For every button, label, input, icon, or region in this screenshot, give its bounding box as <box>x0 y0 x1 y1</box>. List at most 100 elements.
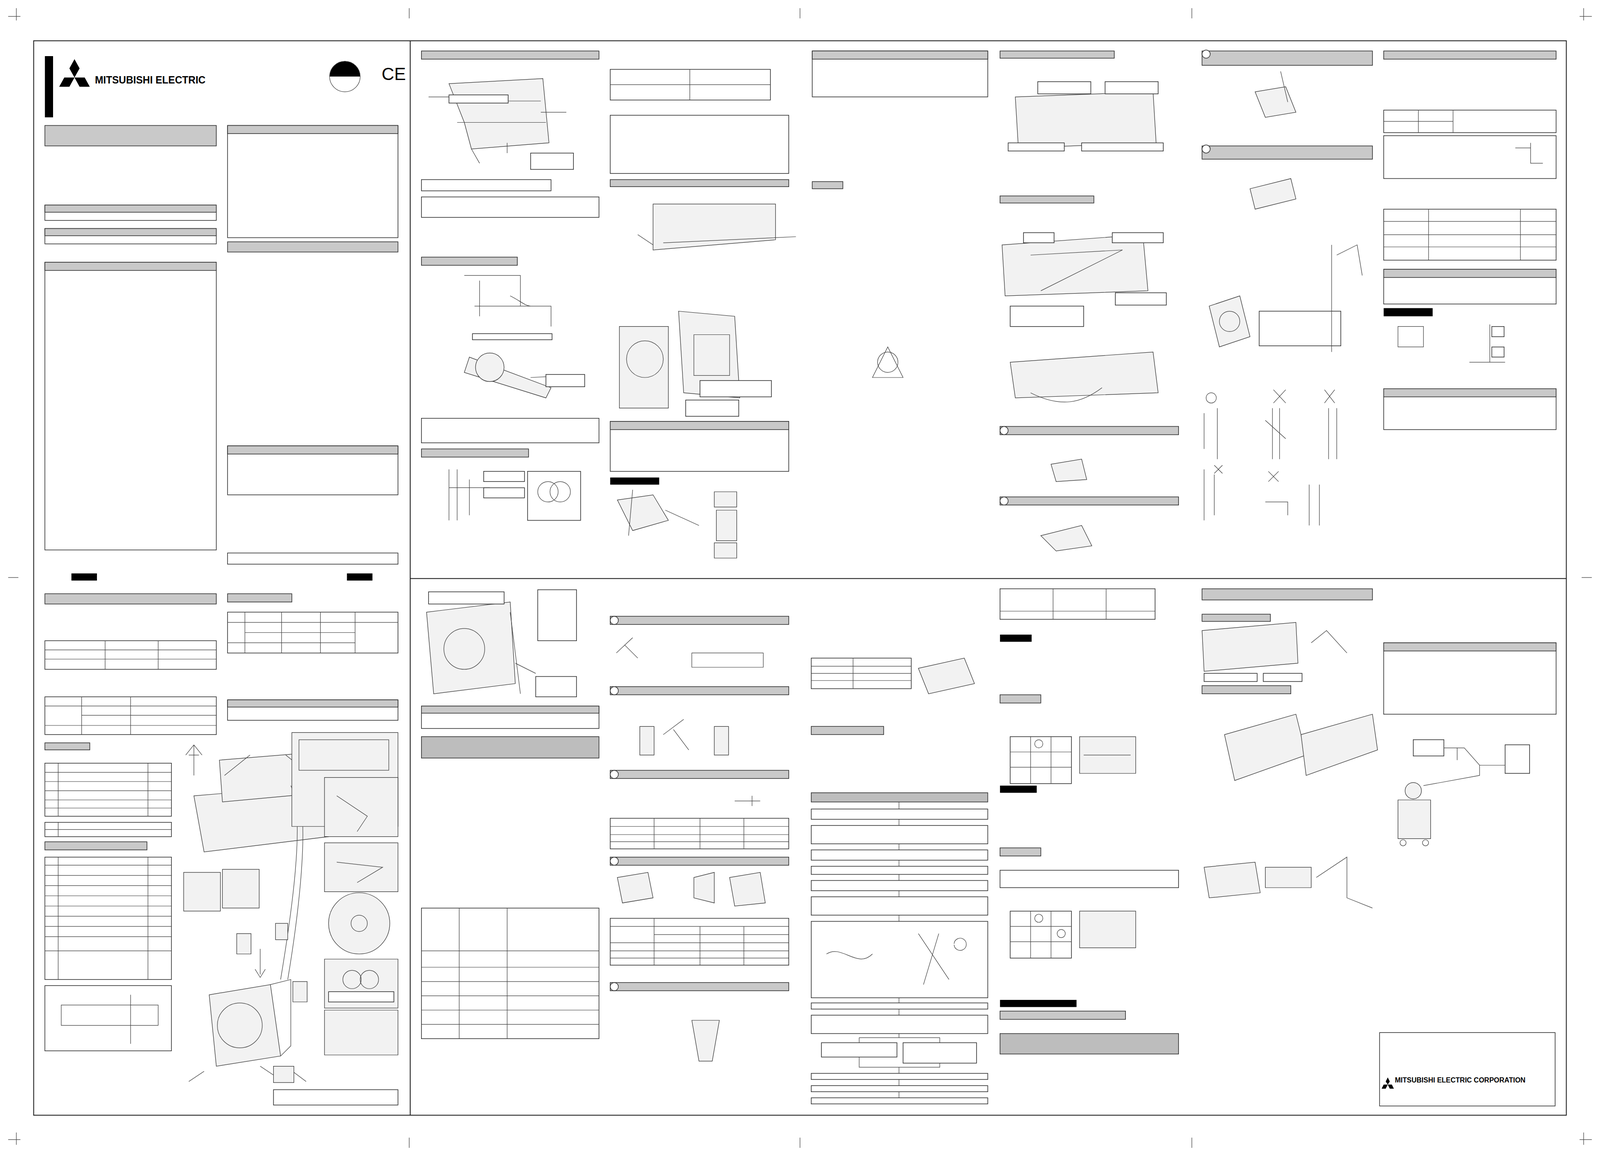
flow-chart-part <box>811 897 988 916</box>
illustrations-part <box>328 991 394 1002</box>
corporation-box-part <box>1387 1084 1394 1089</box>
illustrations-part <box>1023 232 1055 243</box>
illustrations-part <box>527 471 581 521</box>
illustrations-part <box>1034 914 1044 923</box>
illustrations-part <box>1265 867 1312 888</box>
section-bars-part <box>1383 307 1433 317</box>
illustrations-part <box>1331 244 1363 352</box>
section-bars-part <box>227 241 399 252</box>
section-bars-part <box>610 857 789 866</box>
illustrations-part <box>1041 525 1092 552</box>
section-bars-part <box>610 616 789 625</box>
section-bars-part <box>610 616 619 625</box>
tables-part <box>421 908 600 1039</box>
illustrations-part <box>475 353 505 382</box>
section-bars-part <box>812 50 988 98</box>
logo-header: MITSUBISHI ELECTRIC <box>44 56 399 118</box>
illustrations-part <box>1057 929 1066 938</box>
flow-chart-part <box>811 850 988 861</box>
section-bars-part <box>610 421 789 472</box>
page-frame-part <box>410 40 1567 1116</box>
section-bars-part <box>44 125 217 147</box>
illustrations-part <box>617 872 653 904</box>
illustrations-part <box>1079 736 1136 774</box>
tables-part <box>1383 135 1557 179</box>
header-art-part <box>74 77 90 87</box>
illustrations-part <box>530 153 574 170</box>
section-bars-part <box>44 205 217 221</box>
illustrations-part <box>270 979 292 1057</box>
section-bars-part <box>610 179 789 187</box>
illustrations-part <box>693 334 730 376</box>
flow-chart-part <box>859 802 940 1098</box>
section-bars-part <box>273 1090 399 1106</box>
illustrations-part <box>328 893 390 955</box>
illustrations-part <box>1399 840 1406 847</box>
section-bars-part <box>610 421 789 430</box>
section-bars-part <box>1000 848 1042 857</box>
illustrations-part <box>510 612 536 695</box>
header-art-part <box>329 61 361 92</box>
tables-part <box>44 822 172 837</box>
crop-marks-part <box>8 8 1592 1149</box>
section-bars-part <box>1000 496 1179 506</box>
tables-part <box>227 612 399 654</box>
header-art-part <box>69 59 80 78</box>
illustrations-part <box>1423 748 1506 787</box>
section-bars-part <box>1383 269 1557 278</box>
illustrations-part <box>464 275 551 327</box>
section-bars-part <box>1000 785 1037 793</box>
tables-part <box>1383 209 1557 261</box>
illustrations-part <box>691 1020 720 1062</box>
illustrations-part <box>336 796 368 832</box>
section-bars-part <box>610 982 789 991</box>
illustrations-part <box>535 676 577 697</box>
section-bars-part <box>44 593 217 604</box>
illustrations-part <box>1405 782 1422 800</box>
illustrations-part <box>1204 862 1261 898</box>
section-bars-part <box>421 50 600 60</box>
section-bars-part <box>1000 50 1115 58</box>
illustrations-part <box>1037 81 1092 94</box>
illustrations-part <box>483 487 525 498</box>
illustrations-part <box>443 628 485 670</box>
section-bars-part <box>610 686 789 696</box>
tables-part <box>610 918 789 966</box>
section-bars-part <box>227 125 399 238</box>
illustrations-part <box>1112 232 1164 243</box>
tables-part <box>811 658 912 689</box>
flow-chart-part <box>811 921 988 998</box>
illustrations-part <box>693 872 715 904</box>
section-bars-part <box>1201 145 1373 159</box>
illustrations-part <box>1030 387 1102 402</box>
illustrations-part <box>1104 81 1159 94</box>
node-text: MITSUBISHI ELECTRIC CORPORATION <box>1395 1076 1553 1085</box>
illustrations-part <box>1280 71 1288 102</box>
illustrations-part <box>729 872 766 907</box>
illustrations-part <box>637 234 797 245</box>
section-bars-part <box>1000 426 1009 436</box>
page-frame-part <box>33 40 1567 1116</box>
illustrations-part <box>918 658 975 694</box>
tables-part <box>130 994 131 1045</box>
illustrations-part <box>619 326 669 409</box>
illustrations-part <box>699 380 772 398</box>
illustrations-part <box>351 915 368 932</box>
section-bars-part <box>227 445 399 455</box>
illustrations-part <box>1224 714 1307 781</box>
illustrations-part <box>324 843 399 893</box>
tables-part <box>44 696 217 735</box>
section-bars-part <box>421 448 529 458</box>
tables-part <box>1000 589 1156 620</box>
section-bars-part <box>421 418 600 443</box>
illustrations-part <box>1422 840 1429 847</box>
section-bars-part <box>347 573 373 581</box>
tables-part <box>44 857 172 981</box>
section-bars-part <box>1000 870 1179 888</box>
section-bars-part <box>1000 496 1009 506</box>
illustrations-part <box>1204 673 1258 682</box>
section-bars-part <box>1000 695 1042 704</box>
tables-part <box>1515 142 1543 164</box>
